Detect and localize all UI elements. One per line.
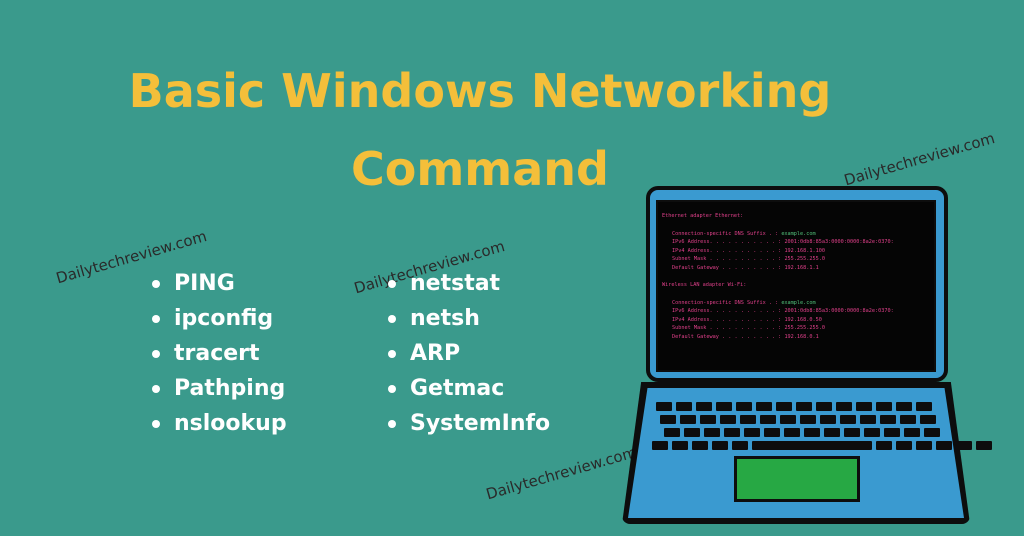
terminal-value: 255.255.255.0: [784, 325, 826, 331]
keyboard-icon: [652, 402, 992, 454]
command-item: tracert: [150, 336, 287, 371]
command-item: SystemInfo: [386, 406, 550, 441]
terminal-key: IPv4 Address. . . . . . . . . . . :: [672, 247, 782, 254]
terminal-value: 192.168.0.1: [784, 333, 819, 340]
command-item: PING: [150, 266, 287, 301]
terminal-key: Subnet Mask . . . . . . . . . . . :: [672, 325, 782, 331]
page-title-line-2: Command: [351, 142, 609, 196]
command-item: ARP: [386, 336, 550, 371]
terminal-value: 255.255.255.0: [784, 256, 826, 262]
command-item: Pathping: [150, 371, 287, 406]
terminal-key: Connection-specific DNS Suffix . :: [672, 230, 779, 237]
command-list-right: netstat netsh ARP Getmac SystemInfo: [386, 266, 550, 441]
terminal-screen: Ethernet adapter Ethernet: Connection-sp…: [656, 200, 936, 372]
command-item: ipconfig: [150, 301, 287, 336]
terminal-key: Connection-specific DNS Suffix . :: [672, 299, 779, 306]
terminal-key: IPv4 Address. . . . . . . . . . . :: [672, 316, 782, 323]
terminal-wifi-header: Wireless LAN adapter Wi-Fi:: [662, 282, 747, 288]
terminal-key: Subnet Mask . . . . . . . . . . . :: [672, 256, 782, 262]
command-item: netstat: [386, 266, 550, 301]
command-item: netsh: [386, 301, 550, 336]
terminal-value: 2001:0db8:85a3:0000:0000:8a2e:0370:: [784, 308, 894, 314]
terminal-value: 192.168.1.1: [784, 264, 819, 271]
terminal-key: Default Gateway . . . . . . . . . :: [672, 333, 782, 340]
command-item: nslookup: [150, 406, 287, 441]
terminal-value: 2001:0db8:85a3:0000:0000:8a2e:0370:: [784, 239, 894, 245]
trackpad: [734, 456, 860, 502]
terminal-key: IPv6 Address. . . . . . . . . . . :: [672, 239, 782, 245]
terminal-ethernet-header: Ethernet adapter Ethernet:: [662, 213, 744, 219]
watermark: Dailytechreview.com: [484, 443, 639, 504]
terminal-value: 192.168.1.100: [784, 247, 826, 254]
terminal-value: example.com: [781, 230, 816, 237]
command-item: Getmac: [386, 371, 550, 406]
terminal-key: IPv6 Address. . . . . . . . . . . :: [672, 308, 782, 314]
page-title-line-1: Basic Windows Networking: [128, 64, 832, 118]
terminal-value: example.com: [781, 299, 816, 306]
terminal-value: 192.168.0.50: [784, 316, 822, 323]
terminal-key: Default Gateway . . . . . . . . . :: [672, 264, 782, 271]
command-list-left: PING ipconfig tracert Pathping nslookup: [150, 266, 287, 441]
